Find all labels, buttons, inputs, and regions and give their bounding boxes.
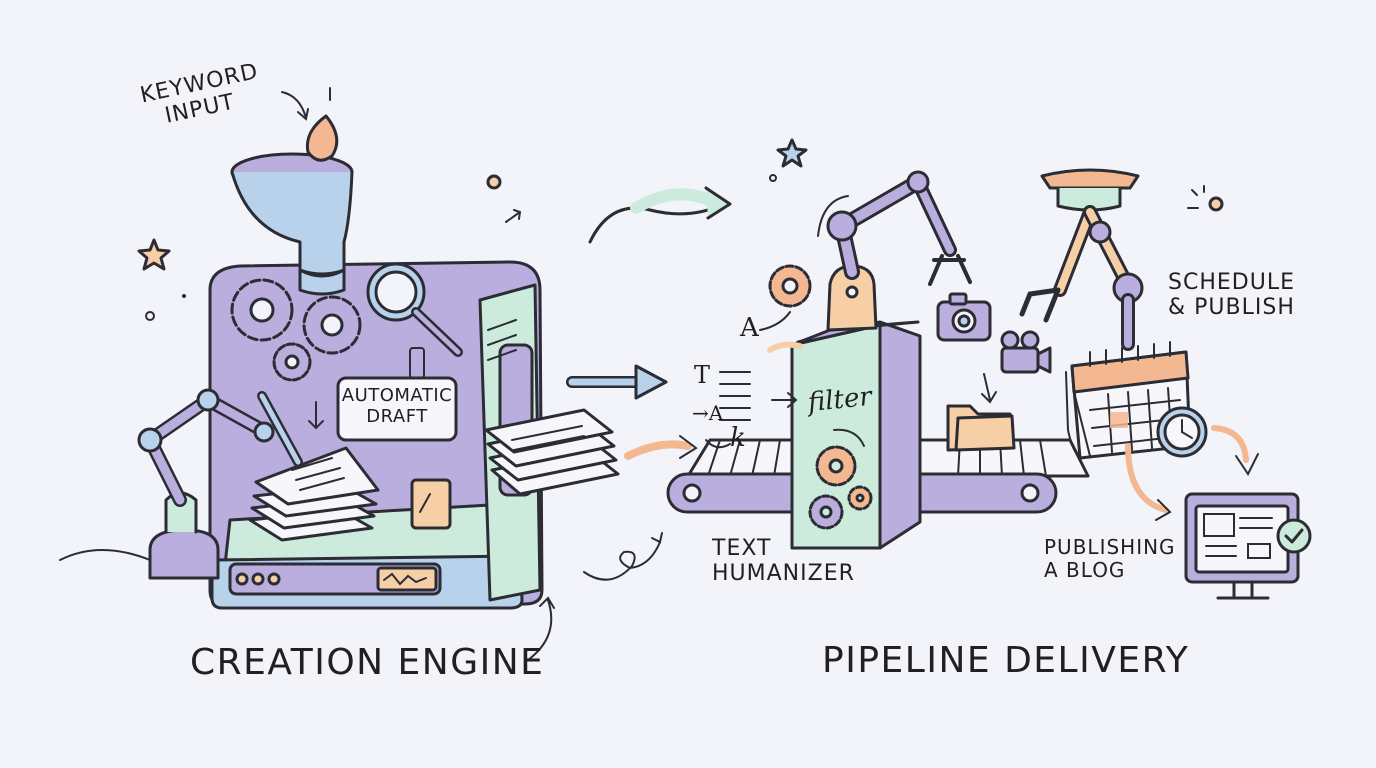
text-humanizer-line-1: TEXT [712, 536, 855, 561]
glyph-t-label: T [694, 362, 710, 390]
publishing-blog-line-2: A BLOG [1044, 559, 1176, 582]
sparkle-icon [182, 294, 186, 298]
gear-icon [770, 266, 810, 306]
automatic-draft-label: AUTOMATIC DRAFT [340, 386, 454, 427]
seed-icon [307, 116, 336, 160]
publishing-blog-label: PUBLISHING A BLOG [1044, 536, 1176, 582]
video-camera-icon [1002, 332, 1050, 372]
gear-icon [304, 297, 360, 353]
glyph-a-label: A [740, 314, 759, 344]
camera-icon [938, 294, 990, 340]
pipeline-delivery-title: PIPELINE DELIVERY [822, 640, 1189, 681]
schedule-publish-line-1: SCHEDULE [1168, 270, 1295, 295]
schedule-publish-line-2: & PUBLISH [1168, 295, 1295, 320]
arrow-icon [506, 210, 520, 222]
automatic-draft-line-1: AUTOMATIC [340, 386, 454, 407]
robot-arm-right [1022, 170, 1142, 344]
text-humanizer-line-2: HUMANIZER [712, 561, 855, 586]
glyph-k-label: k [730, 424, 746, 454]
gear-icon [810, 496, 842, 528]
sparkle-icon [770, 175, 776, 181]
creation-engine-title: CREATION ENGINE [190, 642, 544, 683]
gear-icon [232, 280, 292, 340]
curved-arrow-icon [590, 204, 724, 242]
sparkle-icon [146, 312, 154, 320]
automatic-draft-line-2: DRAFT [340, 407, 454, 428]
text-humanizer-label: TEXT HUMANIZER [712, 536, 855, 587]
star-icon [139, 240, 169, 269]
glyph-arrow-a-label: →A [692, 402, 723, 425]
clock-icon [1158, 408, 1206, 456]
curved-arrow-icon [1214, 428, 1246, 460]
gear-icon [849, 487, 871, 509]
sparkle-icon [488, 176, 500, 188]
curved-arrow-icon [584, 542, 660, 580]
curved-arrow-icon [628, 444, 688, 456]
publishing-blog-line-1: PUBLISHING [1044, 536, 1176, 559]
checkmark-icon [1278, 520, 1310, 552]
arrow-down-icon [282, 92, 306, 118]
star-icon [778, 140, 806, 166]
sparkle-icon [1210, 198, 1222, 210]
gear-icon [817, 447, 855, 485]
text-lines-icon [720, 372, 750, 420]
schedule-publish-label: SCHEDULE & PUBLISH [1168, 270, 1295, 321]
cable-line [60, 550, 150, 560]
folder-icon [948, 374, 1014, 450]
gear-icon [274, 344, 310, 380]
curved-arrow-icon [1128, 446, 1166, 510]
